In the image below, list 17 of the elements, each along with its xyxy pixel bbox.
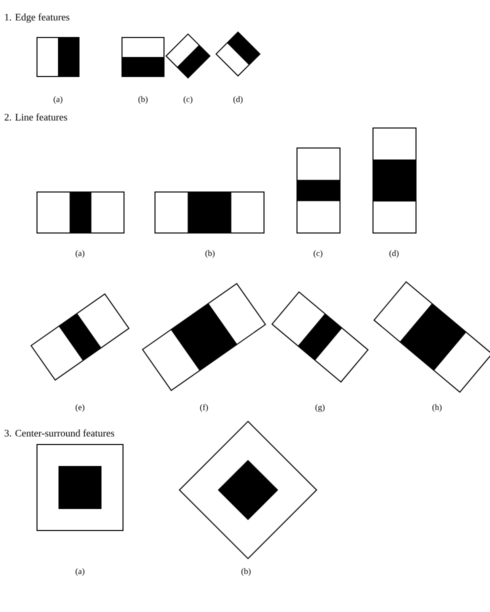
section-heading: 1. Edge features [5, 13, 70, 23]
panel-label: (b) [138, 96, 148, 104]
panel-label: (a) [76, 250, 84, 258]
panel-label: (a) [76, 568, 84, 576]
panel-label: (d) [233, 96, 243, 104]
panel-label: (e) [76, 404, 84, 412]
panel-label: (b) [241, 568, 251, 576]
panel-label: (c) [314, 250, 322, 258]
panel-label: (d) [389, 250, 399, 258]
section-heading: 2. Line features [4, 113, 68, 121]
section-heading: 3. Center-surround features [4, 429, 114, 437]
panel-label: (f) [200, 404, 208, 412]
panel-label: (h) [432, 404, 442, 412]
panel-label: (g) [315, 404, 325, 412]
panel-label: (b) [205, 250, 215, 258]
panel-label: (a) [54, 96, 62, 104]
panel-label: (c) [184, 96, 192, 104]
